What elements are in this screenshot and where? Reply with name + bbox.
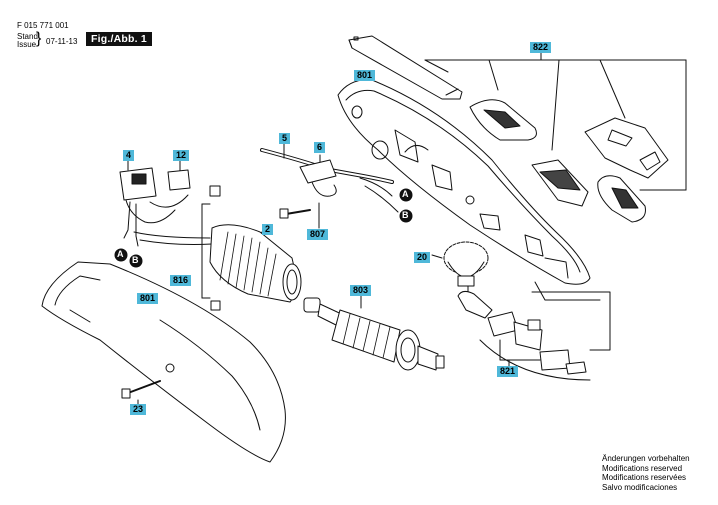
part-tag-801-bottom[interactable]: 801 bbox=[137, 293, 159, 304]
latch-strip bbox=[348, 35, 463, 100]
note-es: Salvo modificaciones bbox=[602, 482, 678, 492]
power-cable bbox=[260, 143, 399, 213]
housing-half-bottom bbox=[41, 261, 286, 463]
part-tag-807[interactable]: 807 bbox=[307, 229, 329, 240]
part-tag-803[interactable]: 803 bbox=[350, 285, 372, 296]
connector-a-right: A bbox=[402, 189, 409, 199]
field-stator bbox=[201, 185, 302, 311]
connector-b-left: B bbox=[132, 255, 139, 265]
part-tag-4[interactable]: 4 bbox=[123, 150, 135, 161]
part-tag-6[interactable]: 6 bbox=[314, 142, 326, 153]
housing-half-top bbox=[337, 79, 591, 285]
stand-label: Stand bbox=[17, 32, 38, 41]
connector-a-left: A bbox=[117, 249, 124, 259]
issue-label: Issue bbox=[17, 40, 37, 49]
switch-assembly bbox=[119, 160, 213, 247]
part-tag-822[interactable]: 822 bbox=[530, 42, 552, 53]
note-fr: Modifications reservées bbox=[602, 473, 687, 482]
switch-parts-821 bbox=[457, 281, 611, 381]
screw-807 bbox=[279, 202, 320, 229]
leader-822 bbox=[424, 51, 687, 191]
connector-circles bbox=[114, 188, 413, 268]
part-tag-801-top[interactable]: 801 bbox=[354, 70, 376, 81]
part-tag-12[interactable]: 12 bbox=[173, 150, 190, 161]
part-tag-821[interactable]: 821 bbox=[497, 366, 519, 377]
note-de: Änderungen vorbehalten bbox=[602, 454, 690, 463]
part-tag-2[interactable]: 2 bbox=[262, 224, 274, 235]
modification-notice: Änderungen vorbehalten Modifications res… bbox=[602, 454, 690, 492]
connector-b-right: B bbox=[402, 210, 409, 220]
issue-date: 07-11-13 bbox=[46, 37, 78, 46]
doc-number: F 015 771 001 bbox=[17, 21, 69, 30]
part-tag-20[interactable]: 20 bbox=[414, 252, 431, 263]
figure-label: Fig./Abb. 1 bbox=[86, 32, 152, 46]
cover-parts bbox=[469, 99, 669, 223]
note-en: Modifications reserved bbox=[602, 463, 683, 473]
part-tag-816[interactable]: 816 bbox=[170, 275, 192, 286]
part-tag-23[interactable]: 23 bbox=[130, 404, 147, 415]
armature bbox=[303, 295, 445, 371]
brace-glyph: } bbox=[36, 30, 42, 47]
part-tag-5[interactable]: 5 bbox=[279, 133, 291, 144]
gear-20 bbox=[431, 241, 489, 299]
